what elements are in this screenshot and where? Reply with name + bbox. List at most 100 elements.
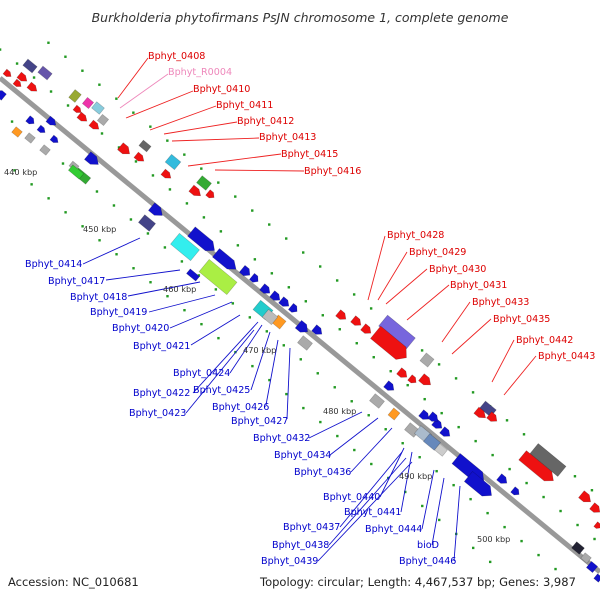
gene-feature [311, 324, 323, 335]
tick-dot [236, 244, 240, 247]
tick-dot [268, 378, 271, 382]
gene-label[interactable]: Bphyt_0439 [261, 556, 318, 567]
tick-dot [384, 428, 387, 431]
gene-feature [138, 139, 152, 153]
gene-label[interactable]: Bphyt_0440 [323, 492, 380, 503]
gene-label[interactable]: Bphyt_0442 [516, 335, 573, 346]
gene-feature [369, 393, 385, 409]
gene-label[interactable]: Bphyt_0443 [538, 351, 595, 362]
gene-label[interactable]: Bphyt_0446 [399, 556, 456, 567]
tick-dot [299, 358, 302, 361]
gene-label[interactable]: Bphyt_0434 [274, 450, 331, 461]
gene-label[interactable]: Bphyt_0427 [231, 416, 288, 427]
gene-label[interactable]: Bphyt_0416 [304, 166, 361, 177]
tick-label-450: 450 kbp [83, 224, 116, 234]
gene-feature [463, 471, 492, 497]
gene-feature [25, 115, 35, 125]
rna-label[interactable]: Bphyt_R0004 [168, 67, 232, 78]
gene-label[interactable]: Bphyt_0428 [387, 230, 444, 241]
label-leader-line [214, 169, 305, 172]
gene-label[interactable]: Bphyt_0420 [112, 323, 169, 334]
gene-feature [593, 573, 600, 583]
gene-feature [39, 144, 51, 156]
gene-feature [198, 258, 238, 296]
tick-dot [454, 377, 458, 380]
gene-label[interactable]: Bphyt_0430 [429, 264, 486, 275]
gene-label[interactable]: Bphyt_0415 [281, 149, 338, 160]
gene-label[interactable]: Bphyt_0418 [70, 292, 127, 303]
tick-dot [270, 272, 274, 275]
gene-feature [88, 119, 100, 130]
gene-label[interactable]: Bphyt_0438 [272, 540, 329, 551]
gene-label[interactable]: Bphyt_0414 [25, 259, 82, 270]
gene-feature [473, 406, 487, 419]
gene-label[interactable]: Bphyt_0425 [193, 385, 250, 396]
gene-label[interactable]: Bphyt_0419 [90, 307, 147, 318]
tick-dot [200, 167, 203, 170]
gene-feature [396, 367, 408, 378]
gene-feature [407, 374, 417, 384]
gene-label[interactable]: Bphyt_0429 [409, 247, 466, 258]
tick-dot [302, 406, 305, 410]
tick-dot [559, 509, 562, 513]
gene-label[interactable]: Bphyt_0426 [212, 402, 269, 413]
tick-dot [367, 414, 370, 417]
tick-dot [98, 83, 101, 86]
tick-dot [321, 314, 324, 317]
gene-features [0, 58, 600, 583]
gene-label[interactable]: Bphyt_0431 [450, 280, 507, 291]
gene-label[interactable]: Bphyt_0436 [294, 467, 351, 478]
tick-label-480: 480 kbp [323, 406, 356, 416]
tick-dot [47, 197, 50, 200]
gene-feature [422, 433, 442, 451]
gene-feature [26, 81, 38, 92]
tick-dot [304, 300, 308, 303]
gene-feature [486, 411, 498, 422]
gene-label[interactable]: Bphyt_0408 [148, 51, 205, 62]
gene-feature [510, 486, 520, 496]
gene-label[interactable]: Bphyt_0437 [283, 522, 340, 533]
tick-dot [554, 567, 557, 571]
gene-label[interactable]: Bphyt_0413 [259, 132, 316, 143]
gene-label[interactable]: Bphyt_0423 [129, 408, 186, 419]
tick-dot [234, 195, 237, 198]
gene-label[interactable]: Bphyt_0441 [344, 507, 401, 518]
gene-label[interactable]: bioD [417, 540, 439, 551]
gene-feature [518, 450, 554, 482]
gene-feature [117, 142, 130, 155]
tick-dot [13, 169, 16, 172]
gene-label[interactable]: Bphyt_0421 [133, 341, 190, 352]
tick-dot [61, 162, 65, 165]
tick-dot [593, 537, 596, 541]
gene-label[interactable]: Bphyt_0422 [133, 388, 190, 399]
gene-feature [496, 473, 508, 484]
tick-dot [525, 481, 528, 485]
gene-feature [170, 232, 200, 262]
label-leader-line [385, 268, 428, 305]
tick-dot [95, 190, 99, 193]
tick-dot [370, 462, 373, 466]
tick-dot [217, 181, 220, 184]
tick-dot [469, 497, 472, 501]
tick-dot [66, 104, 70, 107]
gene-label[interactable]: Bphyt_0432 [253, 433, 310, 444]
gene-label[interactable]: Bphyt_0411 [216, 100, 273, 111]
gene-label[interactable]: Bphyt_0435 [493, 314, 550, 325]
tick-dot [180, 260, 184, 263]
gene-feature [147, 202, 163, 216]
gene-feature [261, 308, 279, 326]
tick-dot [185, 202, 189, 205]
tick-dot [369, 307, 373, 310]
label-leader-line [105, 269, 181, 281]
gene-feature [196, 175, 212, 191]
gene-label[interactable]: Bphyt_0417 [48, 276, 105, 287]
gene-label[interactable]: Bphyt_0444 [365, 524, 422, 535]
gene-label[interactable]: Bphyt_0424 [173, 368, 230, 379]
label-leader-line [379, 447, 405, 498]
tick-dot [166, 139, 169, 142]
gene-feature [76, 111, 88, 122]
gene-label[interactable]: Bphyt_0412 [237, 116, 294, 127]
tick-dot [372, 356, 375, 359]
gene-label[interactable]: Bphyt_0410 [193, 84, 250, 95]
gene-label[interactable]: Bphyt_0433 [472, 297, 529, 308]
